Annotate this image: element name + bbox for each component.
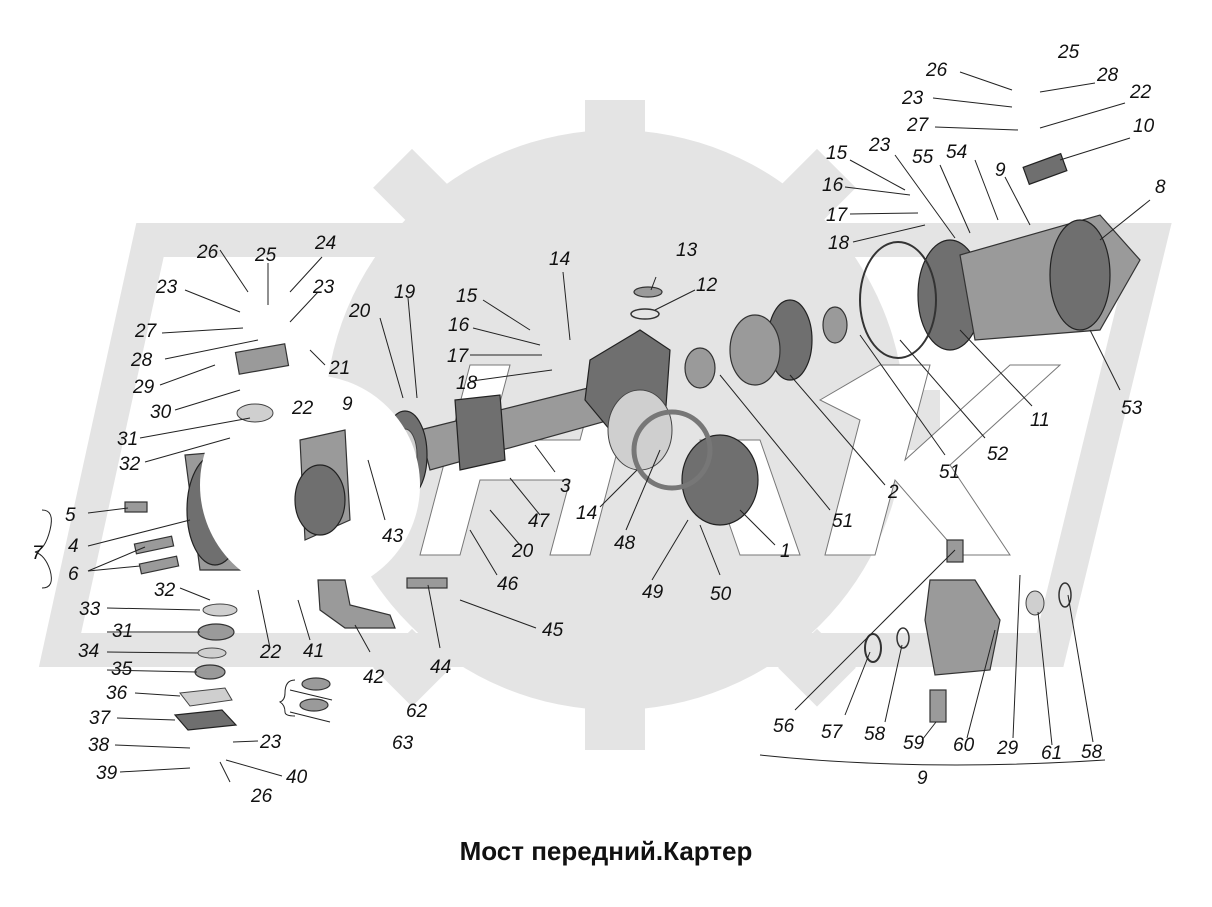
callout-28-right: 28	[1096, 65, 1119, 86]
callout-62: 62	[406, 701, 428, 722]
callout-9-left: 9	[342, 394, 353, 415]
callout-48: 48	[614, 533, 636, 554]
callout-50: 50	[710, 584, 732, 605]
callout-39: 39	[96, 763, 118, 784]
callout-9-bottom: 9	[917, 768, 928, 789]
callout-15-left: 15	[456, 286, 478, 307]
callout-51-right: 51	[939, 462, 960, 483]
callout-26-right: 26	[925, 60, 948, 81]
callout-17-left: 17	[447, 346, 470, 367]
callout-46: 46	[497, 574, 519, 595]
callout-22-right: 22	[1129, 82, 1152, 103]
callout-27-left: 27	[134, 321, 158, 342]
small-parts	[124, 286, 663, 731]
callout-58-right: 58	[1081, 742, 1103, 763]
callout-56: 56	[773, 716, 795, 737]
callout-13: 13	[676, 240, 698, 261]
callout-52: 52	[987, 444, 1009, 465]
differential-gears	[631, 299, 848, 526]
callout-23-d: 23	[901, 88, 924, 109]
callout-44: 44	[430, 657, 451, 678]
callout-26-bottom: 26	[250, 786, 273, 807]
callout-5: 5	[65, 505, 76, 526]
callout-2: 2	[887, 482, 899, 503]
pivot-bracket-right	[864, 539, 1072, 723]
callout-18-right: 18	[828, 233, 850, 254]
callout-29-bottom: 29	[996, 738, 1019, 759]
callout-14-bottom: 14	[576, 503, 597, 524]
callout-32-bottom: 32	[154, 580, 176, 601]
callout-10: 10	[1133, 116, 1155, 137]
right-carrier-housing	[859, 152, 1141, 359]
callout-6: 6	[68, 564, 79, 585]
callout-17-right: 17	[826, 205, 849, 226]
callout-23-b: 23	[312, 277, 335, 298]
callout-36: 36	[106, 683, 128, 704]
callout-20-bottom: 20	[511, 541, 534, 562]
callout-12: 12	[696, 275, 718, 296]
callout-42: 42	[363, 667, 385, 688]
callout-53: 53	[1121, 398, 1143, 419]
callout-58-left: 58	[864, 724, 886, 745]
callout-38: 38	[88, 735, 110, 756]
callout-8: 8	[1155, 177, 1166, 198]
callout-22-left: 22	[291, 398, 314, 419]
callout-34: 34	[78, 641, 99, 662]
callout-7: 7	[32, 543, 44, 564]
callout-labels: 1 2 3 4 5 6 7 8 9 9 9 10 11 12 13 14 14 …	[32, 42, 1166, 807]
callout-23-a: 23	[155, 277, 178, 298]
callout-18-left: 18	[456, 373, 478, 394]
callout-51-bottom: 51	[832, 511, 853, 532]
callout-31-top: 31	[117, 429, 138, 450]
callout-54: 54	[946, 142, 967, 163]
callout-43: 43	[382, 526, 404, 547]
callout-15-right: 15	[826, 143, 848, 164]
callout-61: 61	[1041, 743, 1062, 764]
callout-60: 60	[953, 735, 975, 756]
callout-11: 11	[1030, 410, 1050, 431]
callout-40: 40	[286, 767, 308, 788]
callout-23-e: 23	[868, 135, 891, 156]
callout-45: 45	[542, 620, 564, 641]
callout-27-right: 27	[906, 115, 930, 136]
callout-9-right: 9	[995, 160, 1006, 181]
callout-59: 59	[903, 733, 925, 754]
callout-25-right: 25	[1057, 42, 1080, 63]
callout-20-top: 20	[348, 301, 371, 322]
callout-32-top: 32	[119, 454, 141, 475]
callout-49: 49	[642, 582, 664, 603]
callout-26-left: 26	[196, 242, 219, 263]
callout-1: 1	[780, 541, 791, 562]
leader-lines	[34, 71, 1151, 783]
callout-29-left: 29	[132, 377, 155, 398]
callout-24: 24	[314, 233, 336, 254]
callout-14-top: 14	[549, 249, 570, 270]
callout-3: 3	[560, 476, 571, 497]
callout-19: 19	[394, 282, 416, 303]
callout-28-left: 28	[130, 350, 153, 371]
callout-21: 21	[328, 358, 350, 379]
callout-4: 4	[68, 536, 79, 557]
callout-35: 35	[111, 659, 133, 680]
callout-57: 57	[821, 722, 844, 743]
callout-31-bottom: 31	[112, 621, 133, 642]
callout-47: 47	[528, 511, 551, 532]
callout-37: 37	[89, 708, 112, 729]
callout-22-bottom: 22	[259, 642, 282, 663]
callout-30: 30	[150, 402, 172, 423]
knuckle-left	[200, 375, 420, 595]
callout-16-right: 16	[822, 175, 844, 196]
callout-33: 33	[79, 599, 101, 620]
callout-63: 63	[392, 733, 414, 754]
callout-25-left: 25	[254, 245, 277, 266]
callout-23-c: 23	[259, 732, 282, 753]
callout-41: 41	[303, 641, 324, 662]
callout-55: 55	[912, 147, 934, 168]
callout-16-left: 16	[448, 315, 470, 336]
diagram-caption: Мост передний.Картер	[459, 836, 753, 866]
